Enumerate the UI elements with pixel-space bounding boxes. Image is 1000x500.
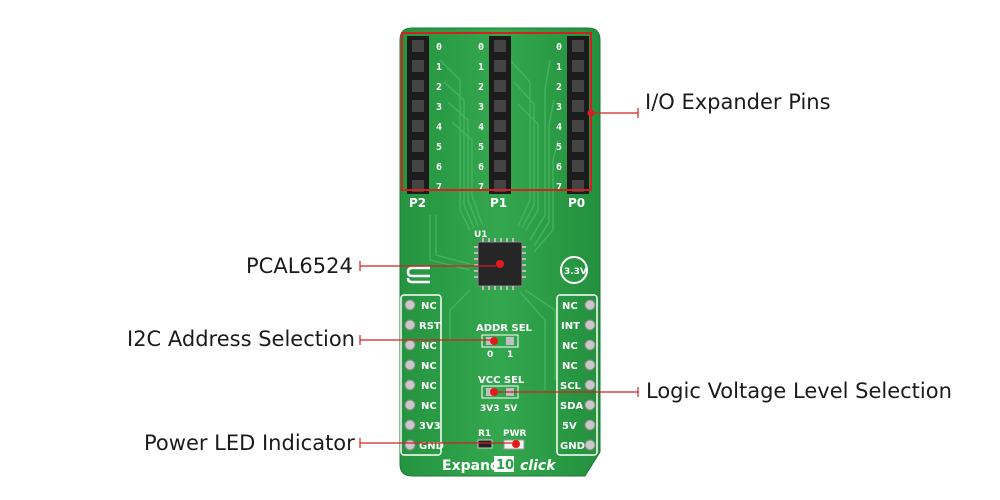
svg-text:2: 2 — [556, 82, 562, 93]
svg-text:3: 3 — [436, 102, 442, 113]
addr-opt-1: 1 — [507, 350, 513, 360]
svg-text:GND: GND — [560, 441, 585, 452]
svg-text:5: 5 — [478, 142, 484, 153]
svg-text:GND: GND — [419, 441, 444, 452]
svg-text:0: 0 — [436, 42, 442, 53]
svg-text:NC: NC — [562, 301, 578, 312]
svg-text:7: 7 — [478, 182, 484, 193]
pwr-led — [503, 439, 525, 450]
chip-marker-dot — [496, 260, 504, 268]
svg-text:0: 0 — [556, 42, 562, 53]
svg-text:NC: NC — [562, 361, 578, 372]
svg-text:RST: RST — [419, 321, 441, 332]
port-label-p1: P1 — [490, 196, 507, 210]
svg-text:4: 4 — [556, 122, 562, 133]
callout-i2c-address: I2C Address Selection — [127, 327, 355, 351]
svg-text:3.3V: 3.3V — [564, 267, 587, 277]
port-label-p2: P2 — [409, 196, 426, 210]
svg-text:7: 7 — [436, 182, 442, 193]
pcb-traces — [429, 59, 559, 390]
addr-sel-label: ADDR SEL — [476, 323, 533, 334]
svg-text:click: click — [520, 458, 557, 474]
svg-text:NC: NC — [421, 381, 437, 392]
pin-numbers-p0: 0 1 2 3 4 5 6 7 — [556, 42, 562, 193]
svg-text:2: 2 — [436, 82, 442, 93]
svg-text:7: 7 — [556, 182, 562, 193]
header-pins-p0 — [567, 36, 589, 194]
vcc-opt-3v3: 3V3 — [480, 404, 500, 414]
callout-io-expander-pins: I/O Expander Pins — [645, 90, 831, 114]
svg-text:2: 2 — [478, 82, 484, 93]
svg-text:NC: NC — [421, 301, 437, 312]
header-pins-p2 — [407, 36, 429, 194]
addr-opt-0: 0 — [487, 350, 493, 360]
svg-text:5: 5 — [436, 142, 442, 153]
svg-text:1: 1 — [478, 62, 484, 73]
right-header: NC INT NC NC SCL SDA 5V GND — [556, 294, 598, 456]
r1-label: R1 — [478, 429, 491, 439]
vcc-sel-label: VCC SEL — [478, 375, 525, 386]
callout-logic-voltage: Logic Voltage Level Selection — [646, 379, 952, 403]
svg-text:5V: 5V — [562, 421, 577, 432]
pin-numbers-p1: 0 1 2 3 4 5 6 7 — [478, 42, 484, 193]
svg-text:4: 4 — [478, 122, 484, 133]
callout-pcal6524: PCAL6524 — [246, 254, 353, 278]
pin-numbers-p2: 0 1 2 3 4 5 6 7 — [436, 42, 442, 193]
chip-ref-label: U1 — [474, 230, 488, 240]
addr-sel-jumper — [481, 334, 519, 348]
svg-text:4: 4 — [436, 122, 442, 133]
svg-text:Expand: Expand — [442, 458, 500, 474]
voltage-badge: 3.3V — [560, 256, 588, 284]
svg-text:6: 6 — [478, 162, 484, 173]
svg-text:NC: NC — [421, 361, 437, 372]
port-label-p0: P0 — [568, 196, 585, 210]
svg-text:SCL: SCL — [560, 381, 582, 392]
callout-power-led: Power LED Indicator — [144, 431, 355, 455]
svg-text:INT: INT — [561, 321, 580, 332]
board-name: Expand 10 click — [442, 456, 557, 474]
svg-text:1: 1 — [556, 62, 562, 73]
svg-text:NC: NC — [562, 341, 578, 352]
header-pins-p1 — [489, 36, 511, 194]
svg-text:NC: NC — [421, 401, 437, 412]
vcc-opt-5v: 5V — [504, 404, 517, 414]
svg-text:NC: NC — [421, 341, 437, 352]
svg-text:5: 5 — [556, 142, 562, 153]
callout-lines — [359, 108, 639, 448]
svg-text:10: 10 — [496, 458, 514, 473]
svg-text:6: 6 — [436, 162, 442, 173]
svg-text:6: 6 — [556, 162, 562, 173]
mikroe-logo — [406, 266, 430, 284]
svg-text:3V3: 3V3 — [419, 421, 441, 432]
svg-text:3: 3 — [478, 102, 484, 113]
svg-text:1: 1 — [436, 62, 442, 73]
left-header: NC RST NC NC NC NC 3V3 GND — [400, 294, 444, 456]
svg-text:SDA: SDA — [560, 401, 584, 412]
svg-text:0: 0 — [478, 42, 484, 53]
svg-text:3: 3 — [556, 102, 562, 113]
pwr-label: PWR — [503, 429, 527, 439]
